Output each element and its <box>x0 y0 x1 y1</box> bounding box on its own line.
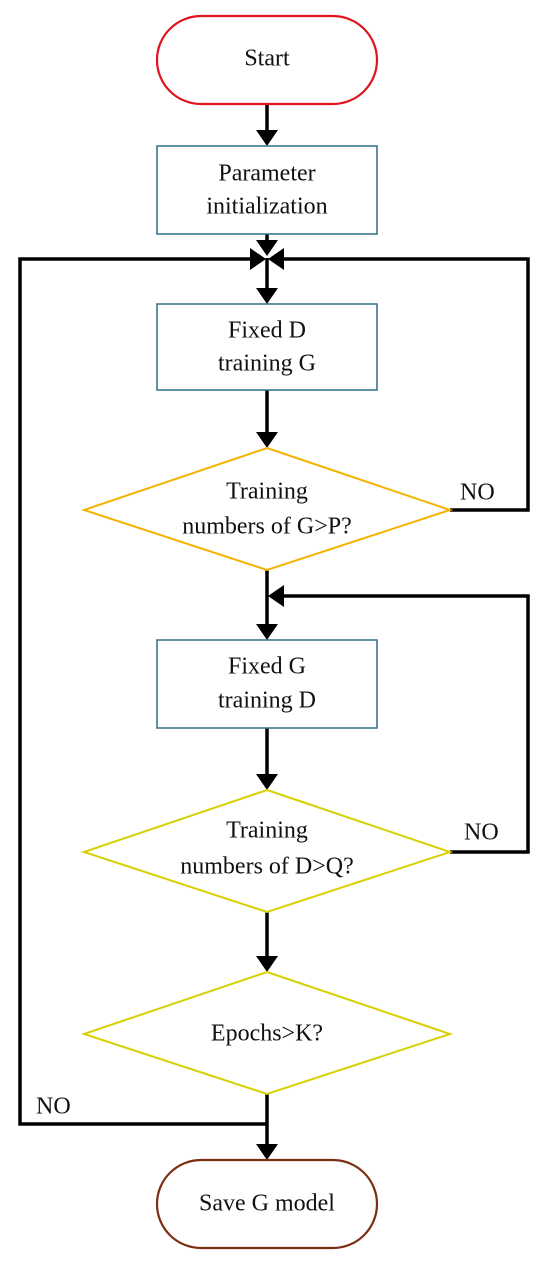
decision-g-line-2: numbers of G>P? <box>182 514 352 540</box>
arrowhead <box>256 240 278 256</box>
arrowhead <box>256 624 278 640</box>
decision-g-node: Training numbers of G>P? <box>80 446 454 572</box>
edge-no-loop-g <box>284 257 530 512</box>
epochs-decision-node: Epochs>K? <box>80 970 454 1096</box>
no-label-g: NO <box>460 480 495 506</box>
start-node: Start <box>155 14 379 106</box>
arrowhead <box>268 248 284 270</box>
param-init-line-2: initialization <box>206 194 327 220</box>
fixed-g-training-d-node: Fixed G training D <box>156 639 378 729</box>
arrowhead <box>256 130 278 146</box>
decision-d-line-2: numbers of D>Q? <box>180 854 354 880</box>
parameter-initialization-node: Parameter initialization <box>156 145 378 235</box>
edges <box>18 104 530 1160</box>
epochs-label: Epochs>K? <box>211 1021 323 1047</box>
fixed-g-line-2: training D <box>218 688 316 714</box>
fixed-d-training-g-node: Fixed D training G <box>156 303 378 391</box>
edge-no-loop-d <box>284 594 530 854</box>
decision-d-line-1: Training <box>226 818 308 844</box>
arrowhead <box>256 432 278 448</box>
no-label-d: NO <box>464 820 499 846</box>
arrowhead <box>256 956 278 972</box>
arrowhead <box>268 585 284 607</box>
arrowhead <box>250 248 266 270</box>
arrowhead <box>256 288 278 304</box>
save-label: Save G model <box>199 1191 335 1217</box>
save-g-model-node: Save G model <box>155 1158 379 1250</box>
decision-g-line-1: Training <box>226 479 308 505</box>
fixed-d-line-2: training G <box>218 351 316 377</box>
fixed-d-line-1: Fixed D <box>228 318 306 344</box>
arrowhead <box>256 1144 278 1160</box>
arrowhead <box>256 774 278 790</box>
no-label-epochs: NO <box>36 1094 71 1120</box>
edge-no-loop-epochs <box>18 257 267 1126</box>
decision-d-node: Training numbers of D>Q? <box>80 788 454 914</box>
fixed-g-line-1: Fixed G <box>228 654 306 680</box>
param-init-line-1: Parameter <box>218 161 315 187</box>
start-label: Start <box>244 46 290 72</box>
